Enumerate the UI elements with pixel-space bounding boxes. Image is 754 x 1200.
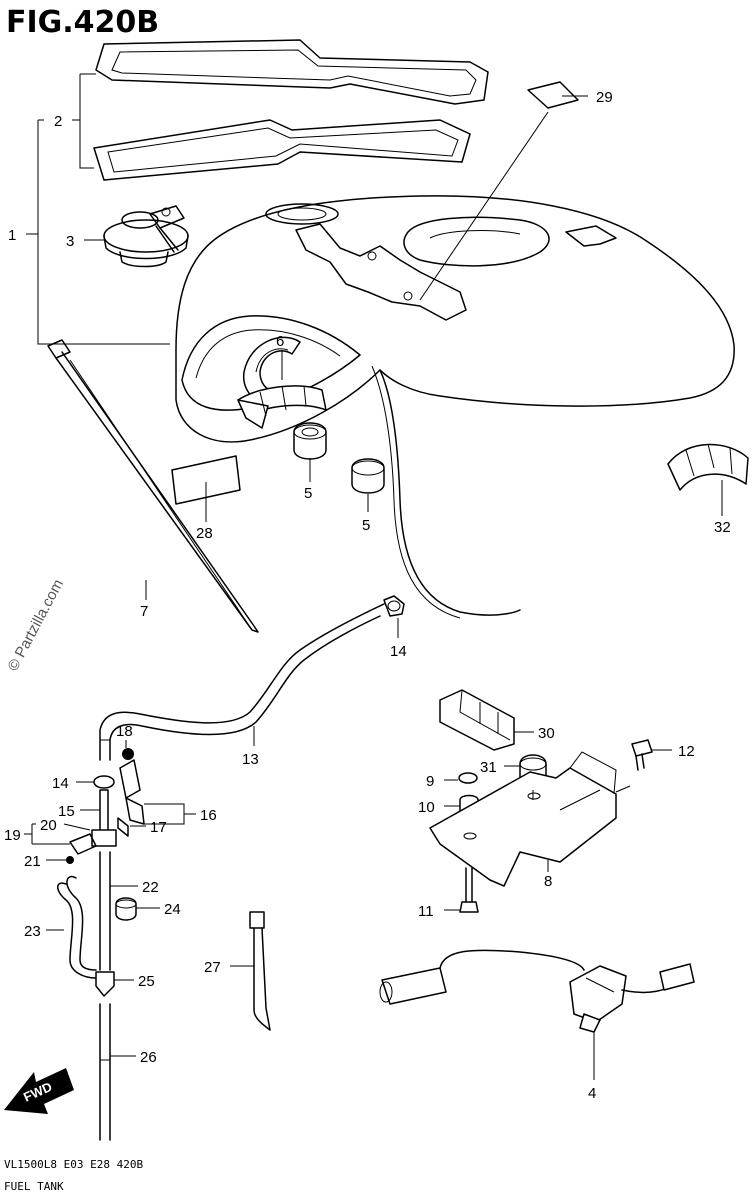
part-bracket-8[interactable] [429,751,617,887]
callout-22[interactable]: 22 [142,879,159,896]
callout-8[interactable]: 8 [544,873,552,890]
callout-7[interactable]: 7 [140,603,148,620]
callout-11[interactable]: 11 [418,903,434,920]
part-fuel-tank[interactable] [175,195,735,619]
callout-13[interactable]: 13 [242,751,259,768]
part-hose-26[interactable] [99,1003,111,1141]
figure-title: FIG.420B [6,5,159,40]
callout-29[interactable]: 29 [596,89,613,106]
callout-2[interactable]: 2 [54,113,62,130]
callout-9[interactable]: 9 [426,773,434,790]
callout-10[interactable]: 10 [418,799,435,816]
callout-21[interactable]: 21 [24,853,41,870]
part-washer-9[interactable] [458,772,478,784]
callout-labels: 1 2 3 4 5 5 6 7 8 9 10 11 12 13 14 14 15… [4,89,731,1102]
callout-25[interactable]: 25 [138,973,155,990]
callout-5-lower[interactable]: 5 [362,517,370,534]
callout-19[interactable]: 19 [4,827,21,844]
part-label-28[interactable] [171,455,241,505]
callout-14-lower[interactable]: 14 [52,775,69,792]
fwd-arrow-icon: FWD [4,1068,74,1114]
part-fuel-level-sensor[interactable] [379,949,695,1033]
callout-28[interactable]: 28 [196,525,213,542]
part-cushion-6[interactable] [237,385,327,429]
callout-17[interactable]: 17 [150,819,167,836]
part-cushion-32[interactable] [667,443,749,491]
part-clamp-14-lower[interactable] [93,775,115,789]
callout-18[interactable]: 18 [116,723,133,740]
part-grommet-lower[interactable] [351,458,385,494]
part-label-29[interactable] [527,81,579,109]
callout-23[interactable]: 23 [24,923,41,940]
callout-24[interactable]: 24 [164,901,181,918]
part-clamp-14-upper[interactable] [383,595,405,617]
part-strap-27[interactable] [249,911,271,1031]
watermark: © Partzilla.com [5,577,67,674]
callout-5-upper[interactable]: 5 [304,485,312,502]
part-bolt-11[interactable] [459,867,479,913]
leader-lines [24,73,723,1080]
callout-31[interactable]: 31 [480,759,497,776]
callout-27[interactable]: 27 [204,959,221,976]
callout-3[interactable]: 3 [66,233,74,250]
callout-14-upper[interactable]: 14 [390,643,407,660]
part-grommet-upper[interactable] [293,422,327,460]
callout-1[interactable]: 1 [8,227,16,244]
part-rubber-30[interactable] [439,689,515,751]
section-name: FUEL TANK [4,1180,64,1193]
part-hose-23[interactable] [57,875,97,979]
part-fuel-cock-assembly[interactable] [66,748,145,864]
callout-26[interactable]: 26 [140,1049,157,1066]
model-code: VL1500L8 E03 E28 420B [4,1158,143,1171]
callout-12[interactable]: 12 [678,743,695,760]
callout-4[interactable]: 4 [588,1085,596,1102]
callout-6[interactable]: 6 [276,333,284,350]
callout-32[interactable]: 32 [714,519,731,536]
callout-20[interactable]: 20 [40,817,57,834]
part-joint-25[interactable] [95,971,115,997]
part-tank-pads[interactable] [93,39,489,181]
part-hose-22[interactable] [99,851,111,971]
part-bolt-12[interactable] [631,739,653,771]
part-hose-13[interactable] [99,603,385,761]
part-cap-24[interactable] [115,897,137,921]
callout-16[interactable]: 16 [200,807,217,824]
part-fuel-cap[interactable] [103,205,189,268]
callout-15[interactable]: 15 [58,803,75,820]
callout-30[interactable]: 30 [538,725,555,742]
